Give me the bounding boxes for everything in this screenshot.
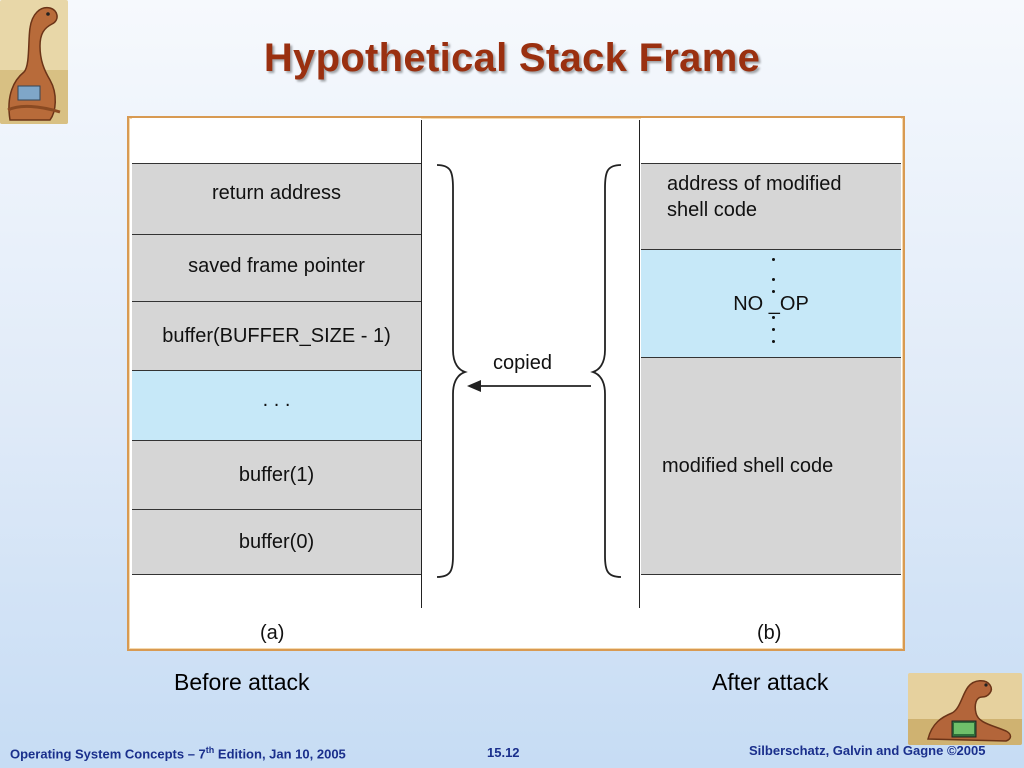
stack-b-left-edge — [639, 120, 640, 608]
stack-a-cell-1-label: return address — [212, 182, 341, 204]
stack-a-cell-4: . . . — [132, 370, 421, 440]
stack-b-cell-1-label: address of modified shell code — [667, 172, 842, 221]
stack-a-cell-6: buffer(0) — [132, 509, 421, 574]
caption-b: (b) — [757, 622, 782, 644]
stack-b-cell-3-label: modified shell code — [662, 455, 834, 477]
stack-a-cell-2-label: saved frame pointer — [188, 255, 365, 277]
noop-dot — [772, 316, 775, 319]
stack-a-cell-2: saved frame pointer — [132, 234, 421, 301]
stack-a-cell-6-label: buffer(0) — [238, 531, 315, 553]
right-brace — [590, 164, 622, 578]
footer-left-suffix: Edition, Jan 10, 2005 — [214, 746, 346, 762]
stack-b-cell-2-label: NO _OP — [733, 292, 809, 315]
footer-right: Silberschatz, Galvin and Gagne ©2005 — [749, 743, 986, 758]
noop-dot — [772, 340, 775, 343]
after-attack-label: After attack — [712, 669, 829, 695]
caption-a: (a) — [260, 622, 285, 644]
before-attack-label: Before attack — [174, 669, 310, 695]
stack-b-bottom-edge — [641, 574, 901, 575]
noop-dot — [772, 278, 775, 281]
copy-arrow-head — [467, 380, 481, 392]
stack-a-cell-5-label: buffer(1) — [238, 464, 315, 486]
stack-a-cell-7 — [132, 574, 421, 614]
noop-dot — [772, 328, 775, 331]
stack-a-bottom-edge — [132, 574, 421, 575]
copy-connector — [436, 164, 622, 578]
stack-b-cell-0 — [641, 118, 901, 163]
noop-dot — [772, 258, 775, 261]
dinosaur-logo-bottom — [908, 673, 1022, 745]
stack-a-right-edge — [421, 120, 422, 608]
stack-a-cell-4-label: . . . — [262, 388, 291, 411]
stack-b-cell-3: modified shell code — [641, 357, 901, 574]
stack-a-cell-3-label: buffer(BUFFER_SIZE - 1) — [162, 325, 391, 347]
footer-left-sup: th — [205, 745, 215, 755]
stack-a-cell-5: buffer(1) — [132, 440, 421, 509]
stack-a-cell-0 — [132, 118, 421, 163]
footer-left-prefix: Operating System Concepts – 7 — [10, 746, 206, 762]
dinosaur-logo-top — [0, 0, 68, 124]
left-brace — [436, 164, 468, 578]
copied-label: copied — [493, 352, 552, 374]
stack-a-cell-1: return address — [132, 163, 421, 234]
stack-frame-diagram: return address saved frame pointer buffer(… — [127, 116, 905, 651]
footer-page-number: 15.12 — [487, 745, 520, 760]
slide-title: Hypothetical Stack Frame — [263, 36, 761, 80]
noop-dot — [772, 290, 775, 293]
stack-b-cell-2: NO _OP — [641, 249, 901, 357]
stack-a-cell-3: buffer(BUFFER_SIZE - 1) — [132, 301, 421, 370]
stack-b-cell-4 — [641, 574, 901, 614]
footer-left: Operating System Concepts – 7th Edition,… — [10, 745, 346, 761]
stack-b-cell-1: address of modified shell code — [641, 163, 901, 249]
